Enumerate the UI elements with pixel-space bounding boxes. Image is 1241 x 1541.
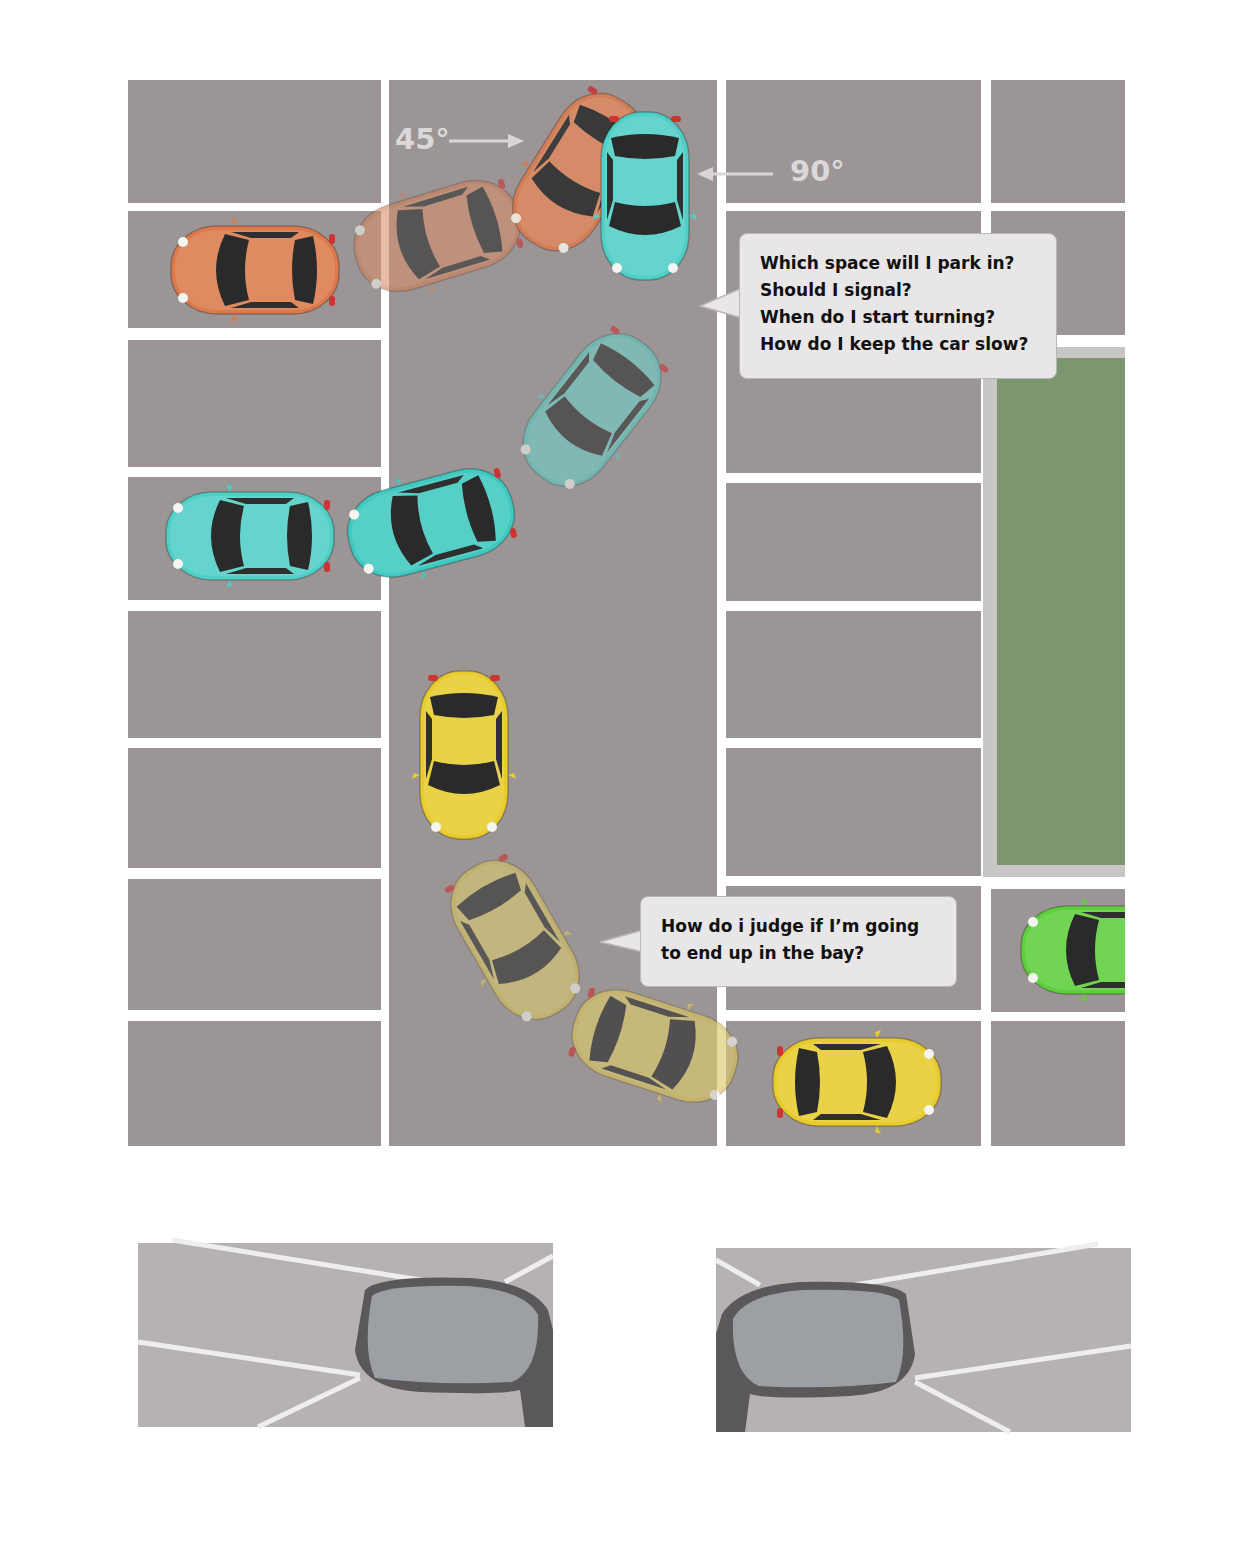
question-text: How do I keep the car slow? xyxy=(760,331,1036,358)
speech-bubble: How do i judge if I’m going to end up in… xyxy=(640,896,957,987)
speech-bubble: Which space will I park in?Should I sign… xyxy=(739,233,1057,379)
question-text: How do i judge if I’m going to end up in… xyxy=(661,913,936,967)
question-text: Which space will I park in? xyxy=(760,250,1036,277)
angle-label: 45° xyxy=(395,122,450,156)
question-text: Should I signal? xyxy=(760,277,1036,304)
question-text: When do I start turning? xyxy=(760,304,1036,331)
angle-label: 90° xyxy=(790,154,845,188)
